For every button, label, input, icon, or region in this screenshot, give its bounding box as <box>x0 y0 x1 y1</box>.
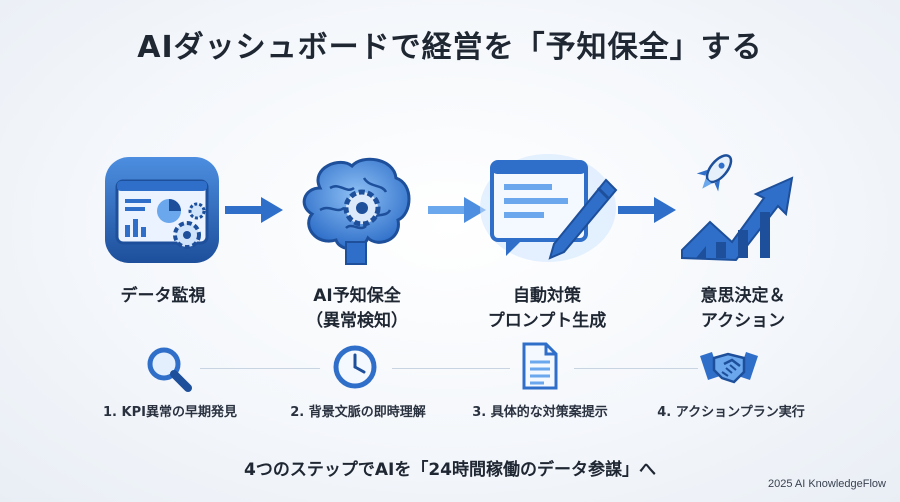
step-2-label: AI予知保全 （異常検知） <box>306 286 408 331</box>
document-pen-icon <box>480 154 618 262</box>
step-1-label: データ監視 <box>120 286 206 306</box>
clock-icon <box>333 345 377 389</box>
rocket-growth-icon <box>681 154 794 262</box>
substep-3-label: 3. 具体的な対策案提示 <box>472 405 608 420</box>
footer-tagline: 4つのステップでAIを「24時間稼働のデータ参謀」へ <box>244 460 656 480</box>
substep-4-label: 4. アクションプラン実行 <box>657 405 805 420</box>
credit-text: 2025 AI KnowledgeFlow <box>767 478 886 490</box>
ai-brain-icon <box>302 157 411 265</box>
connector-line-2 <box>392 368 510 369</box>
magnifier-icon <box>147 347 192 392</box>
flow-arrow-2 <box>428 197 486 223</box>
substep-2-label: 2. 背景文脈の即時理解 <box>290 405 426 420</box>
step-4-label: 意思決定＆ アクション <box>700 286 786 331</box>
step-3-label: 自動対策 プロンプト生成 <box>487 286 607 331</box>
flow-arrow-3 <box>618 197 676 223</box>
connector-line-3 <box>574 368 698 369</box>
dashboard-monitor-icon <box>105 157 219 263</box>
substep-1-label: 1. KPI異常の早期発見 <box>103 405 237 420</box>
handshake-icon <box>700 352 758 384</box>
document-icon <box>522 342 558 390</box>
flow-arrow-1 <box>225 197 283 223</box>
page-title: AIダッシュボードで経営を「予知保全」する <box>137 30 763 65</box>
connector-line-1 <box>200 368 320 369</box>
